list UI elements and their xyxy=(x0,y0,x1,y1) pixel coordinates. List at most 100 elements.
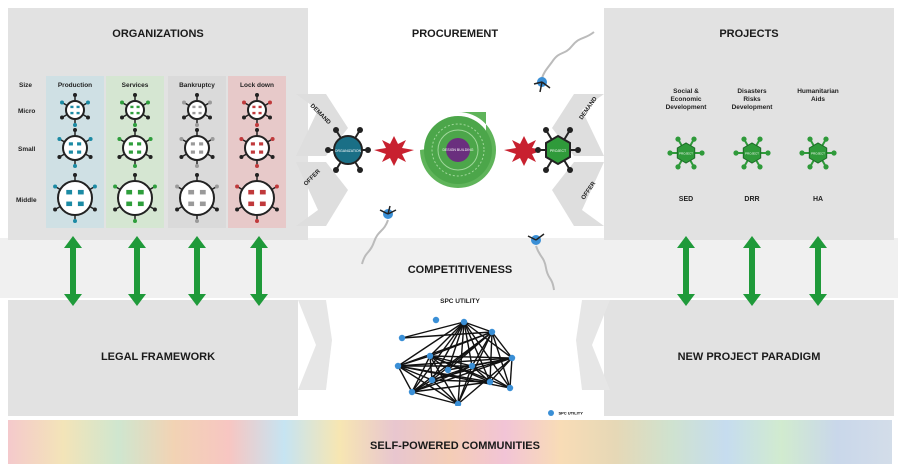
project-category-line: Economic xyxy=(670,96,702,103)
double-arrow-icon xyxy=(250,236,268,306)
project-abbreviation: SED xyxy=(678,196,694,203)
network-node xyxy=(454,400,462,406)
network-node xyxy=(426,352,434,360)
project-category-line: Development xyxy=(665,104,707,111)
double-arrow-icon xyxy=(64,236,82,306)
procurement-diagram: DEMAND OFFER DEMAND OFFER ORGANIZATION D… xyxy=(296,94,604,226)
network-edge xyxy=(429,355,473,367)
network-edge xyxy=(431,379,459,405)
left-offer-chevron xyxy=(296,162,348,226)
org-node-icon xyxy=(175,173,219,223)
left-lower-chevron xyxy=(298,300,332,390)
competitiveness-title: COMPETITIVENESS xyxy=(407,264,513,276)
org-node-icon xyxy=(235,173,279,223)
legend-node-icon xyxy=(548,409,554,416)
network-edge xyxy=(397,365,491,383)
row-label-micro: Micro xyxy=(18,108,36,115)
design-building-label: DESIGN BUILDING xyxy=(443,148,474,152)
sdg-footer-strip xyxy=(8,420,892,464)
project-hex-label: PROJECT xyxy=(811,152,825,156)
project-category-line: Risks xyxy=(743,96,761,103)
network-edge xyxy=(509,357,513,389)
org-node-icon xyxy=(242,93,272,127)
network-node xyxy=(428,376,436,384)
design-building-icon: DESIGN BUILDING xyxy=(420,112,496,188)
network-edge xyxy=(429,321,465,357)
project-hex-label: PROJECT xyxy=(745,152,759,156)
network-edge xyxy=(463,321,473,367)
network-edge xyxy=(401,331,493,339)
new-paradigm-title: NEW PROJECT PARADIGM xyxy=(677,351,821,363)
network-edge xyxy=(397,365,459,405)
network-edge xyxy=(411,355,431,393)
network-edge xyxy=(429,355,491,383)
org-node-icon xyxy=(120,93,150,127)
project-hex-icon: PROJECT xyxy=(733,136,771,170)
double-arrow-icon xyxy=(188,236,206,306)
network-edge xyxy=(431,331,493,381)
network-edge xyxy=(397,365,413,393)
size-header: Size xyxy=(19,82,33,89)
network-edge xyxy=(397,331,493,367)
network-node xyxy=(432,316,440,324)
network-edge xyxy=(431,379,491,383)
network-node xyxy=(460,318,468,326)
project-abbreviation: HA xyxy=(812,196,824,203)
floating-particle-top xyxy=(533,31,595,93)
legal-framework-title: LEGAL FRAMEWORK xyxy=(100,351,216,363)
network-edge xyxy=(429,355,433,381)
double-arrow-icon xyxy=(128,236,146,306)
network-edge xyxy=(411,357,513,393)
right-conflict-burst xyxy=(504,136,544,166)
network-node xyxy=(508,354,516,362)
network-edge xyxy=(463,321,491,383)
organization-node: ORGANIZATION xyxy=(325,127,371,173)
org-column-header: Lock down xyxy=(240,82,274,89)
project-category-line: Aids xyxy=(810,96,826,103)
org-node-icon xyxy=(239,128,275,168)
project-node: PROJECT xyxy=(535,127,581,173)
floating-particle-left xyxy=(361,205,397,265)
project-abbreviation: DRR xyxy=(744,196,760,203)
org-column-header: Production xyxy=(57,82,93,89)
legal-framework-panel xyxy=(8,300,298,416)
network-node xyxy=(408,388,416,396)
project-category-line: Humanitarian xyxy=(797,88,839,95)
network-node xyxy=(394,362,402,370)
network-node xyxy=(506,384,514,392)
network-node xyxy=(488,328,496,336)
project-hex-icon: PROJECT xyxy=(799,136,837,170)
organization-node-label: ORGANIZATION xyxy=(335,149,362,153)
new-paradigm-panel xyxy=(604,300,894,416)
footer-title: SELF-POWERED COMMUNITIES xyxy=(370,440,540,452)
network-edge xyxy=(401,321,465,339)
network-edge xyxy=(491,331,513,359)
network-edge xyxy=(431,321,465,381)
right-lower-chevron xyxy=(576,300,610,390)
left-demand-chevron xyxy=(296,94,348,156)
project-hex-icon: PROJECT xyxy=(667,136,705,170)
network-edge xyxy=(463,321,493,333)
network-edge xyxy=(397,365,433,381)
organizations-title: ORGANIZATIONS xyxy=(112,28,204,40)
double-arrow-icon xyxy=(743,236,761,306)
project-category-line: Social & xyxy=(673,88,699,95)
row-label-middle: Middle xyxy=(16,197,37,204)
network-edge xyxy=(471,365,491,383)
double-arrow-icon xyxy=(677,236,695,306)
org-node-icon xyxy=(60,93,90,127)
org-node-icon xyxy=(113,173,157,223)
right-offer-chevron xyxy=(552,162,604,226)
network-edge xyxy=(411,391,459,405)
projects-panel xyxy=(604,8,894,240)
network-edge xyxy=(431,365,473,381)
network-edge xyxy=(471,365,511,389)
network-node xyxy=(398,334,406,342)
project-category-line: Disasters xyxy=(737,88,767,95)
projects-title: PROJECTS xyxy=(719,28,779,40)
spc-utility-network xyxy=(394,316,516,406)
row-label-small: Small xyxy=(18,146,36,153)
org-node-icon xyxy=(117,128,153,168)
